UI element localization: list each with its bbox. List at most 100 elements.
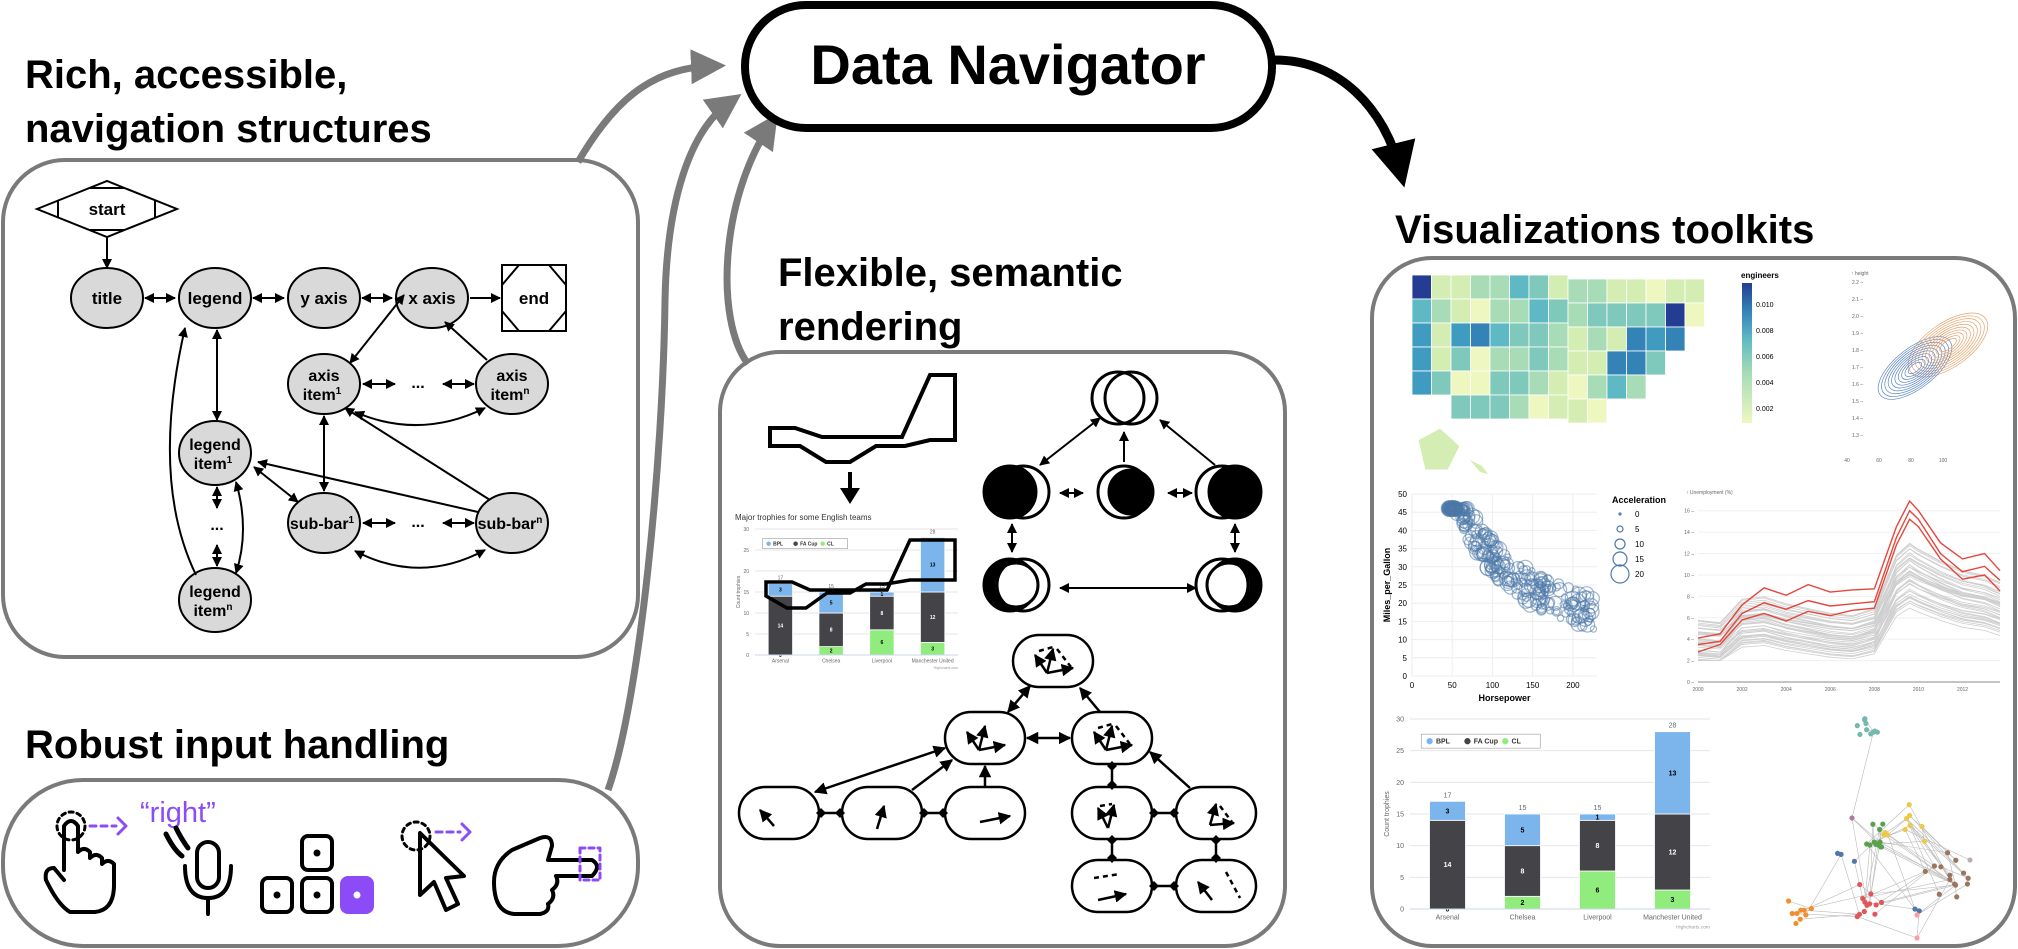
map-state [1509,322,1530,348]
legend-item-1-node[interactable]: legend item1 [178,420,252,486]
contour-blue [1887,344,1943,392]
legend-label: CL [827,541,834,547]
map-state [1548,394,1569,420]
legend-ellipsis: ... [210,517,223,534]
moon-node-mid-left[interactable] [982,464,1051,520]
y-tick-label: 30 [743,527,749,533]
bar-data-label: 2 [1521,900,1525,907]
legend-swatch [1426,738,1433,745]
tree-edge [1007,685,1031,713]
x-tick-label: Manchester United [912,659,954,665]
moon-node-bottom-right[interactable] [1194,557,1263,613]
background-series-line [1697,595,2001,657]
hand-gesture-icon[interactable] [492,835,602,916]
moon-node-top[interactable] [1090,370,1159,426]
input-icons: “right” [43,797,602,916]
touch-swipe-icon[interactable] [43,810,128,914]
bar-data-label: 13 [1669,770,1677,777]
sub-bar-ellipsis: ... [411,514,424,531]
axis-item-1-node[interactable]: axis item1 [287,353,361,415]
moon-node-mid-right[interactable] [1194,464,1263,520]
moon-node-bottom-left[interactable] [982,557,1051,613]
y-tick-label: 25 [1398,581,1407,590]
network-edge [1879,841,1955,885]
x-tick-label: 100 [1939,458,1948,464]
scatter-point [1458,520,1471,533]
network-node [1868,731,1874,737]
contour-blue [1901,356,1929,380]
x-axis-node[interactable]: x axis [395,267,469,329]
vector-arrow [1044,647,1057,674]
network-edge [1851,817,1868,906]
axis-item-1-line1: axis [308,368,339,385]
end-node[interactable]: end [501,264,567,332]
bar-segment-bpl [1579,813,1616,821]
y-tick-label: 10 [1396,843,1404,850]
y-tick-label: 40 [1398,526,1407,535]
background-series-line [1697,583,2001,647]
mouse-pointer-icon[interactable] [400,820,472,912]
legend-label: BPL [1436,739,1451,746]
dashed-component [1093,872,1121,880]
title-node[interactable]: title [70,267,144,329]
map-state-alaska [1417,427,1461,471]
map-state [1450,274,1471,300]
map-state [1567,302,1588,328]
sub-bar-n-node[interactable]: sub-barn [475,492,549,554]
bar-data-label: 8 [880,611,883,617]
background-series-line [1697,560,2001,645]
dashed-component [1219,805,1233,823]
y-tick-label: 4 – [1687,637,1694,643]
scatter-point [1441,500,1457,517]
network-node [1944,850,1951,856]
legend-node[interactable]: legend [178,267,252,329]
x-axis-node-label: x axis [408,289,455,308]
map-state [1450,298,1471,324]
map-state [1450,346,1471,372]
map-state [1431,298,1452,324]
network-node [1851,858,1858,864]
start-node[interactable]: start [34,179,180,239]
background-series-line [1697,582,2001,655]
background-series-line [1697,590,2001,648]
vector-arrow [976,724,989,751]
tree-edge [1149,751,1191,789]
bar-data-label: 14 [778,623,784,629]
y-tick-label: 0 [1403,672,1408,681]
legend-item-n-node[interactable]: legend itemn [178,567,252,633]
background-series-line [1697,600,2001,661]
keyboard-arrow-keys-icon[interactable] [260,834,374,914]
background-series-line [1697,558,2001,636]
sub-bar-1-node[interactable]: sub-bar1 [287,492,361,554]
vector-arrow [1096,806,1110,829]
bar-total-label: 15 [828,584,834,590]
network-edge [1874,865,1935,915]
voice-microphone-icon[interactable]: “right” [140,797,233,916]
y-tick-label: 30 [1396,716,1404,723]
network-node [1872,911,1878,917]
network-edge [1916,879,1951,939]
bar-data-label: 12 [1669,849,1677,856]
vector-tree-graph [737,633,1258,914]
bar-total-label: 15 [879,584,885,590]
vector-arrow [965,730,981,751]
network-edge [1866,804,1910,845]
vector-node-top [1011,633,1095,689]
x-tick-label: 2000 [1692,687,1703,693]
network-node [1914,912,1920,918]
network-edge [1881,883,1955,903]
map-state [1606,326,1627,352]
y-axis-node[interactable]: y axis [287,267,361,329]
vector-arrow [1103,724,1116,751]
y-tick-label: 35 [1398,545,1407,554]
bar-segment-fa-cup [869,595,895,631]
map-state [1548,274,1569,300]
network-node [1849,815,1855,821]
axis-item-n-node[interactable]: axis itemn [475,353,549,415]
contour-orange [1925,326,1971,364]
bar-segment-fa-cup [818,612,844,647]
y-tick-label: 15 [1396,811,1404,818]
y-tick-label: 16 – [1684,509,1694,515]
moon-node-mid-center[interactable] [1096,464,1155,520]
